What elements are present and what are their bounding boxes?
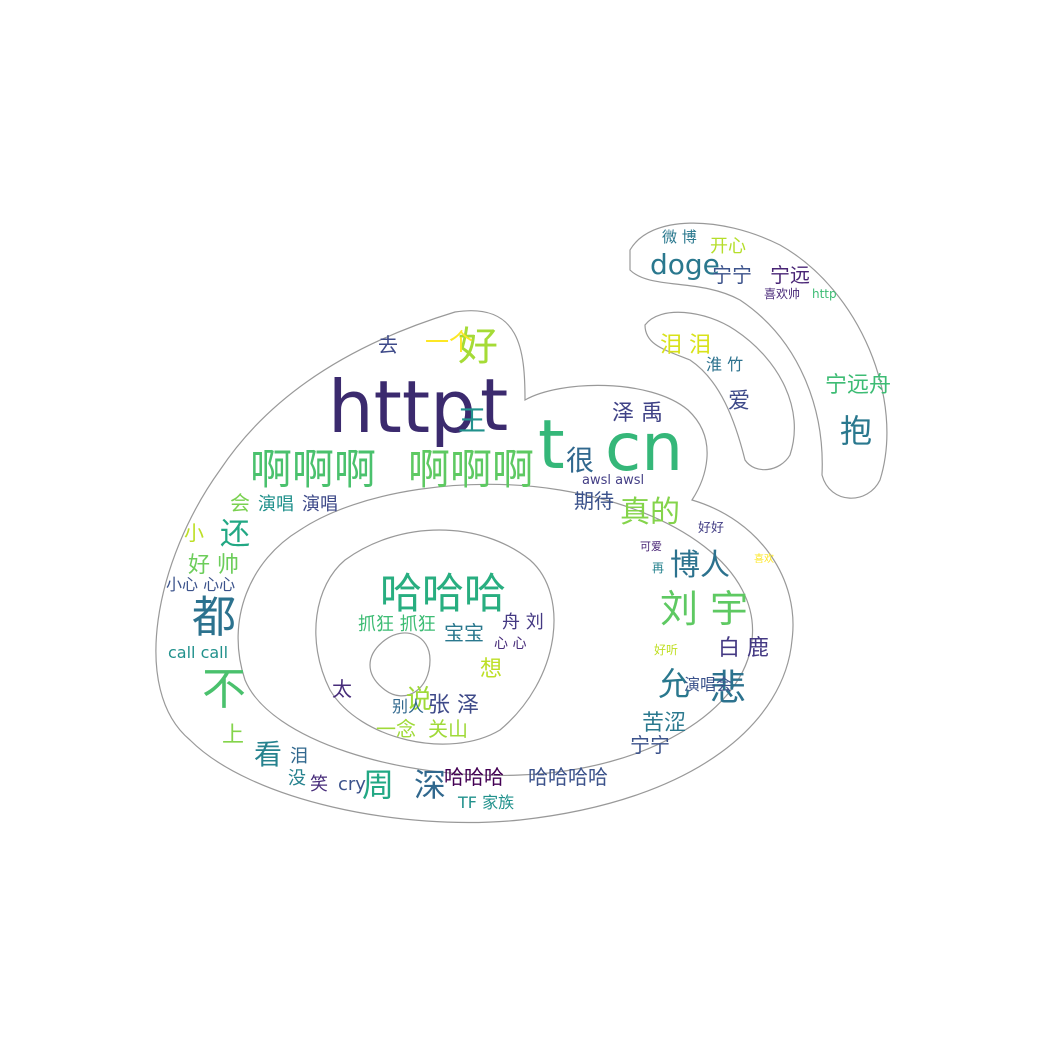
word: 宁远 [770,263,810,287]
word: 白 鹿 [718,636,769,661]
word: 很 [566,444,594,477]
word: 深 [414,766,446,804]
word: 真的 [620,495,680,530]
word: 好 帅 [188,553,239,578]
word: 演唱 [258,494,294,515]
word: 好 [458,324,498,370]
word: cn [605,409,683,486]
word: 苦涩 [642,711,686,736]
word: 好好 [698,521,724,536]
logo-inner-ring [237,483,754,777]
word: http [812,287,837,301]
word: 博人 [670,548,730,583]
word: 淮 竹 [706,355,743,374]
word: 开心 [710,236,746,257]
word: 小 [184,521,204,545]
word: cry [338,774,366,795]
word: call call [168,643,228,662]
word: awsl awsl [582,473,644,488]
word: 允 [658,665,690,703]
word: 泪 [290,746,308,767]
word: 哈哈哈哈 [528,765,608,789]
word: 宁宁 [712,263,752,287]
word: 上 [222,723,244,748]
word: 张 泽 [428,693,479,718]
word: 哈哈哈 [380,569,506,618]
word: 一念 [376,717,416,741]
word: 舟 刘 [502,612,544,633]
word: 心 心 [494,636,526,652]
word: 再 [652,561,664,575]
word: 周 [362,766,394,804]
logo-outer-arc [629,222,888,499]
word: 刘 宇 [660,587,748,631]
word: 好听 [654,643,678,657]
logo-pupil [369,632,431,697]
word: 喜欢 [754,552,774,565]
word: 看 [254,738,282,771]
word: 小心 心心 [166,575,235,594]
word: 微 博 [662,228,697,246]
word: 抓狂 抓狂 [358,614,436,635]
word: 都 [192,592,236,643]
word: http [328,365,476,449]
word: 喜欢帅 [764,286,800,301]
word: 去 [378,333,398,357]
word: 还 [220,517,250,552]
word: 啊啊啊 [408,445,534,494]
word: 想 [480,657,502,682]
word: 不 [202,664,246,715]
word: 哈哈哈 [444,765,504,789]
word: 一个 [425,328,473,356]
word: 王 [458,404,486,437]
word: 泪 泪 [660,333,711,358]
word: 说 [406,685,432,715]
word: 演唱 [302,494,338,515]
word: 啊啊啊 [250,445,376,494]
word: 泽 禹 [612,401,663,426]
word: 会 [230,491,250,515]
word: 关山 [428,717,468,741]
word: 笑 [310,774,328,795]
word: 没 [288,768,306,789]
word: 太 [332,677,352,701]
logo-inner-arc [644,311,795,471]
word: 期待 [574,489,614,513]
word: 演唱会 [684,675,732,694]
word: 宁宁 [630,733,670,757]
logo-outline [155,310,794,824]
word: 抱 [840,412,872,450]
word: doge [650,248,720,281]
logo-eye [315,529,555,745]
word: t [480,363,508,447]
word: 别人 [392,697,424,716]
word: 爱 [728,389,750,414]
word: 宝宝 [444,621,484,645]
word: 可爱 [640,540,662,553]
word: TF 家族 [457,793,514,812]
word: 宁远舟 [825,373,891,398]
word: t [538,406,565,485]
word: 悲 [710,668,746,709]
